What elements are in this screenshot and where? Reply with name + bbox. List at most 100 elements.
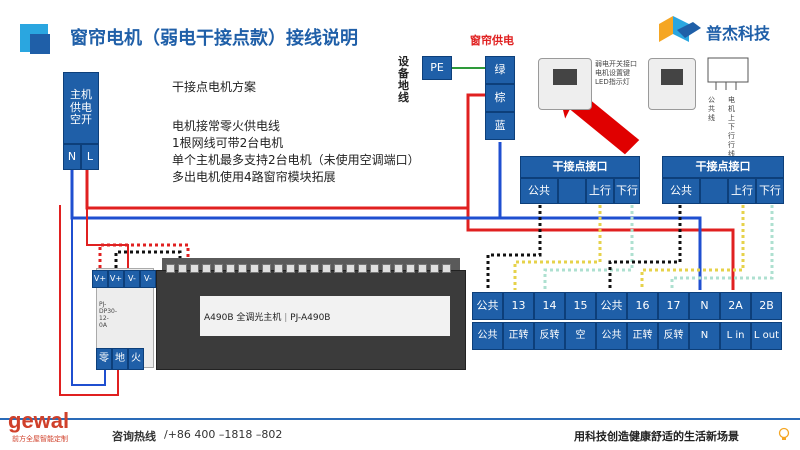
relay-connector-17 — [370, 264, 379, 273]
terminal-top-9: 2B — [751, 292, 782, 320]
dry-contact-1-common: 公共 — [520, 178, 558, 204]
motor-label-led: LED指示灯 — [595, 78, 630, 86]
motor-port-1 — [553, 69, 577, 85]
relay-connector-1 — [178, 264, 187, 273]
relay-connector-0 — [166, 264, 175, 273]
relay-connector-14 — [334, 264, 343, 273]
terminal-top-8: 2A — [720, 292, 751, 320]
ground-label: 设备地线 — [398, 55, 409, 105]
terminal-green: 绿 — [485, 56, 515, 84]
desc-heading: 干接点电机方案 — [172, 80, 257, 94]
wire-dry2-down — [670, 205, 774, 290]
module-model-text: PJ-A490B — [290, 313, 331, 323]
wire-dry2-common — [608, 205, 682, 290]
desc-line-4: 多出电机使用4路窗帘模块拓展 — [172, 170, 336, 184]
wire-psu-dc-neg — [114, 250, 182, 280]
footer-hotline: /+86 400 –1818 –802 — [164, 428, 283, 441]
footer-slogan: 用科技创造健康舒适的生活新场景 — [574, 430, 739, 443]
terminal-top-5: 16 — [627, 292, 658, 320]
wire-psu-return — [59, 205, 119, 396]
connector-plug-icon — [707, 57, 749, 90]
relay-connector-7 — [250, 264, 259, 273]
dry-contact-1-title: 干接点接口 — [520, 156, 640, 178]
relay-connector-2 — [190, 264, 199, 273]
terminal-brown: 棕 — [485, 84, 515, 112]
psu-model: PJ-DP30-12-0A — [99, 301, 118, 329]
relay-connector-20 — [406, 264, 415, 273]
terminal-bottom-8: L in — [720, 322, 751, 350]
wire-neutral-relay — [500, 216, 702, 290]
psu-mains-0: 零 — [96, 348, 112, 370]
psu-mains-1: 地 — [112, 348, 128, 370]
desc-lines: 电机接常零火供电线 1根网线可带2台电机 单个主机最多支持2台电机（未使用空调端… — [172, 118, 420, 186]
motor-port-2 — [661, 69, 683, 85]
desc-line-3: 单个主机最多支持2台电机（未使用空调端口） — [172, 153, 420, 167]
relay-connector-6 — [238, 264, 247, 273]
terminal-bottom-4: 公共 — [596, 322, 627, 350]
desc-line-1: 电机接常零火供电线 — [172, 119, 281, 133]
terminal-top-2: 14 — [534, 292, 565, 320]
dry-contact-1-up: 上行 — [586, 178, 614, 204]
dry-contact-2-common: 公共 — [662, 178, 700, 204]
relay-connector-4 — [214, 264, 223, 273]
brand-logo-icon — [659, 16, 701, 42]
motor-image-1 — [538, 58, 592, 110]
relay-connector-10 — [286, 264, 295, 273]
footer-brand-sub: 前方全屋智能定制 — [12, 435, 68, 443]
relay-connector-22 — [430, 264, 439, 273]
relay-connector-8 — [262, 264, 271, 273]
module-name-text: A490B 全调光主机 — [204, 313, 282, 323]
wire-psu-neutral — [71, 218, 106, 386]
relay-connector-12 — [310, 264, 319, 273]
motor-side-label-1: 公共线 — [708, 96, 715, 122]
psu-terminal-2: V- — [124, 270, 140, 288]
psu-terminal-1: V+ — [108, 270, 124, 288]
psu-mains-terminals: 零地火 — [96, 348, 144, 370]
terminal-top-6: 17 — [658, 292, 689, 320]
breaker-n: N — [63, 144, 81, 170]
relay-module-face: A490B 全调光主机 | PJ-A490B — [200, 296, 450, 336]
dry-contact-2-title: 干接点接口 — [662, 156, 784, 178]
relay-connector-13 — [322, 264, 331, 273]
brand-name: 普杰科技 — [706, 24, 771, 43]
psu-mains-2: 火 — [128, 348, 144, 370]
psu-terminals: V+V+V-V- — [92, 270, 156, 288]
dry-contact-2-up: 上行 — [728, 178, 756, 204]
terminal-top-4: 公共 — [596, 292, 627, 320]
dry-contact-2-down: 下行 — [756, 178, 784, 204]
dry-contact-1-down: 下行 — [614, 178, 640, 204]
terminal-top-7: N — [689, 292, 720, 320]
relay-connector-5 — [226, 264, 235, 273]
relay-connector-18 — [382, 264, 391, 273]
terminal-top-0: 公共 — [472, 292, 503, 320]
dry-contact-1-blank — [558, 178, 586, 204]
main-power-label: 主机供电空开 — [70, 88, 92, 127]
terminal-top-1: 13 — [503, 292, 534, 320]
module-name: A490B 全调光主机 | PJ-A490B — [204, 313, 331, 323]
terminal-top-3: 15 — [565, 292, 596, 320]
motor-label-set: 电机设置键 — [595, 69, 630, 77]
window-power-label: 窗帘供电 — [470, 34, 514, 47]
psu-terminal-3: V- — [140, 270, 156, 288]
terminal-bottom-1: 正转 — [503, 322, 534, 350]
terminal-bottom-9: L out — [751, 322, 782, 350]
relay-connector-19 — [394, 264, 403, 273]
dry-contact-2-blank — [700, 178, 728, 204]
terminal-bottom-7: N — [689, 322, 720, 350]
wire-neutral-blue — [70, 142, 502, 220]
title-accent-inner — [30, 34, 50, 54]
wire-dry2-up — [640, 205, 745, 290]
main-power-breaker: 主机供电空开 — [63, 72, 99, 144]
relay-connector-21 — [418, 264, 427, 273]
footer-divider — [0, 418, 800, 420]
relay-connector-15 — [346, 264, 355, 273]
wire-dry1-up — [513, 205, 602, 290]
relay-connector-16 — [358, 264, 367, 273]
terminal-blue: 蓝 — [485, 112, 515, 140]
motor-side-label-2: 电机上下行行线 — [728, 96, 735, 158]
desc-line-2: 1根网线可带2台电机 — [172, 136, 284, 150]
relay-connector-9 — [274, 264, 283, 273]
breaker-l: L — [81, 144, 99, 170]
terminal-bottom-2: 反转 — [534, 322, 565, 350]
relay-connector-3 — [202, 264, 211, 273]
